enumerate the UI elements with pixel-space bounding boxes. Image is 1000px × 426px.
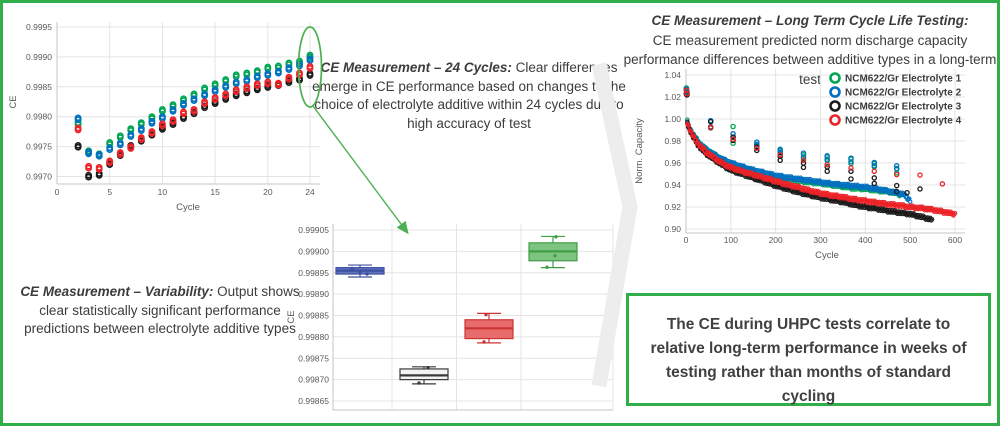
svg-text:0.96: 0.96 — [664, 158, 681, 168]
svg-text:200: 200 — [769, 235, 783, 245]
annotation-long-term-body: CE measurement predicted norm discharge … — [623, 32, 997, 87]
svg-text:600: 600 — [948, 235, 962, 245]
svg-text:1.02: 1.02 — [664, 92, 681, 102]
svg-text:Cycle: Cycle — [815, 250, 839, 261]
svg-text:20: 20 — [263, 187, 273, 197]
svg-text:NCM622/Gr Electrolyte 3: NCM622/Gr Electrolyte 3 — [845, 102, 962, 113]
svg-text:0.99875: 0.99875 — [298, 353, 329, 363]
svg-text:0.9975: 0.9975 — [26, 142, 52, 152]
annotation-long-term-heading: CE Measurement – Long Term Cycle Life Te… — [651, 13, 969, 28]
svg-text:400: 400 — [858, 235, 872, 245]
svg-text:0.98: 0.98 — [664, 136, 681, 146]
annotation-24-cycles-heading: CE Measurement – 24 Cycles: — [320, 60, 512, 75]
svg-text:0.99900: 0.99900 — [298, 246, 329, 256]
svg-text:CE: CE — [286, 310, 297, 323]
svg-text:0.9990: 0.9990 — [26, 52, 52, 62]
annotation-variability-heading: CE Measurement – Variability: — [20, 284, 214, 299]
svg-text:0.99880: 0.99880 — [298, 332, 329, 342]
conclusion-box: The CE during UHPC tests correlate to re… — [626, 293, 991, 406]
svg-text:0.92: 0.92 — [664, 202, 681, 212]
svg-text:0: 0 — [55, 187, 60, 197]
svg-text:0.9970: 0.9970 — [26, 172, 52, 182]
svg-text:Cycle: Cycle — [176, 202, 200, 213]
svg-text:0.99905: 0.99905 — [298, 225, 329, 235]
svg-text:0: 0 — [684, 235, 689, 245]
svg-text:1.04: 1.04 — [664, 70, 681, 80]
svg-text:0.90: 0.90 — [664, 224, 681, 234]
svg-text:10: 10 — [158, 187, 168, 197]
svg-text:NCM622/Gr Electrolyte 1: NCM622/Gr Electrolyte 1 — [845, 74, 962, 85]
svg-text:Norm. Capacity: Norm. Capacity — [634, 118, 645, 184]
svg-text:1.00: 1.00 — [664, 114, 681, 124]
svg-text:15: 15 — [210, 187, 220, 197]
svg-text:0.99890: 0.99890 — [298, 289, 329, 299]
svg-text:0.99865: 0.99865 — [298, 396, 329, 406]
annotation-long-term: CE Measurement – Long Term Cycle Life Te… — [623, 11, 997, 89]
conclusion-text: The CE during UHPC tests correlate to re… — [650, 316, 967, 406]
svg-text:0.94: 0.94 — [664, 180, 681, 190]
svg-text:0.99895: 0.99895 — [298, 268, 329, 278]
capacity-vs-cycle-chart: 0.90 0.92 0.94 0.96 0.98 1.00 1.02 1.04 0 100 200 3… — [634, 69, 965, 261]
svg-text:0.99885: 0.99885 — [298, 311, 329, 321]
svg-text:NCM622/Gr Electrolyte 2: NCM622/Gr Electrolyte 2 — [845, 88, 962, 99]
svg-text:0.9995: 0.9995 — [26, 22, 52, 32]
annotation-24-cycles: CE Measurement – 24 Cycles: Clear differ… — [303, 59, 635, 134]
svg-text:CE: CE — [8, 95, 19, 108]
annotation-variability: CE Measurement – Variability: Output sho… — [13, 283, 307, 339]
svg-text:500: 500 — [903, 235, 917, 245]
svg-text:5: 5 — [107, 187, 112, 197]
svg-text:300: 300 — [813, 235, 827, 245]
svg-text:NCM622/Gr Electrolyte 4: NCM622/Gr Electrolyte 4 — [845, 116, 962, 127]
svg-text:0.9985: 0.9985 — [26, 82, 52, 92]
svg-text:100: 100 — [724, 235, 738, 245]
annotation-variability-body: Output shows clear statistically signifi… — [24, 284, 300, 337]
svg-text:24: 24 — [305, 187, 315, 197]
ce-boxplot-chart: 0.99905 0.99900 0.99895 0.99890 0.99885 0.998… — [286, 224, 614, 411]
svg-text:0.9980: 0.9980 — [26, 112, 52, 122]
svg-text:0.99870: 0.99870 — [298, 375, 329, 385]
